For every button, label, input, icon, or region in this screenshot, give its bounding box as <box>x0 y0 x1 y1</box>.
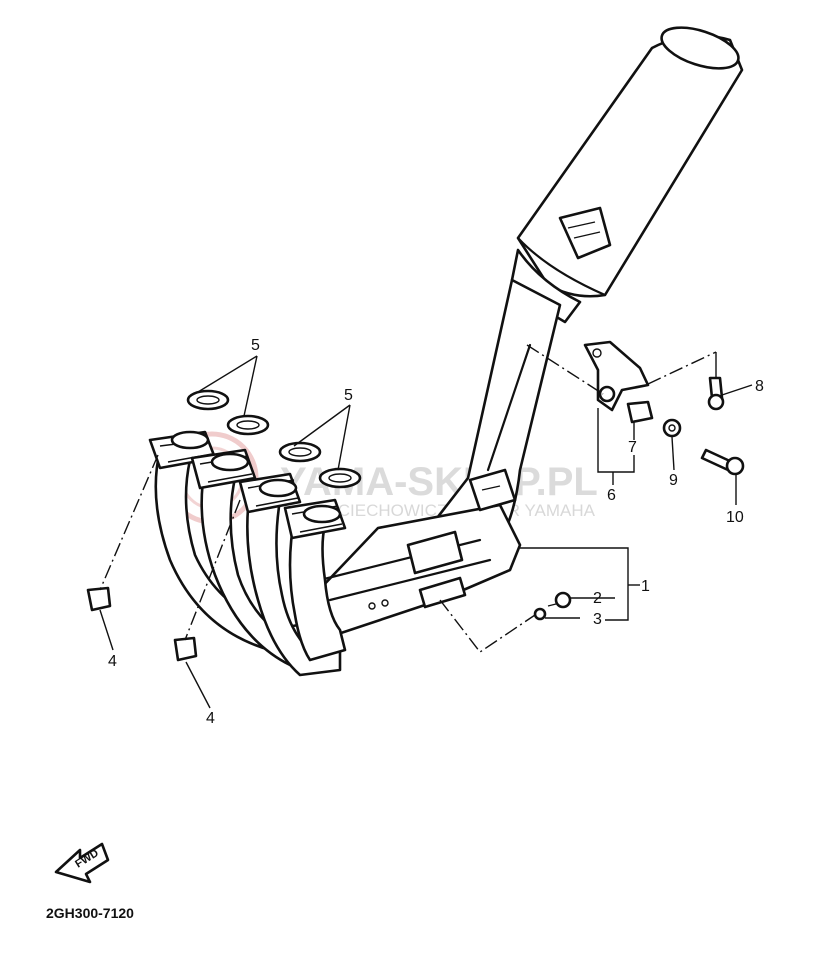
forward-direction-arrow: FWD <box>54 842 110 884</box>
callout-2: 2 <box>593 590 602 607</box>
flange-nuts <box>86 586 198 662</box>
fasteners <box>533 376 745 621</box>
callout-4-left: 4 <box>108 653 117 670</box>
drawing-code: 2GH300-7120 <box>46 905 134 921</box>
callout-3: 3 <box>593 611 602 628</box>
leader-lines <box>99 344 753 709</box>
callout-9: 9 <box>669 472 678 489</box>
muffler <box>510 26 744 324</box>
collector-box <box>298 468 522 642</box>
exhaust-header-pipes <box>148 430 347 677</box>
gaskets <box>186 389 362 489</box>
callout-10: 10 <box>726 509 744 526</box>
callout-1: 1 <box>641 578 650 595</box>
callout-5-left: 5 <box>251 337 260 354</box>
muffler-bracket <box>583 340 654 424</box>
callout-7: 7 <box>628 439 637 456</box>
callout-5-right: 5 <box>344 387 353 404</box>
callout-6: 6 <box>607 487 616 504</box>
callout-labels: 1 2 3 4 4 5 5 6 7 8 9 10 <box>108 337 764 727</box>
callout-8: 8 <box>755 378 764 395</box>
callout-4-right: 4 <box>206 710 215 727</box>
